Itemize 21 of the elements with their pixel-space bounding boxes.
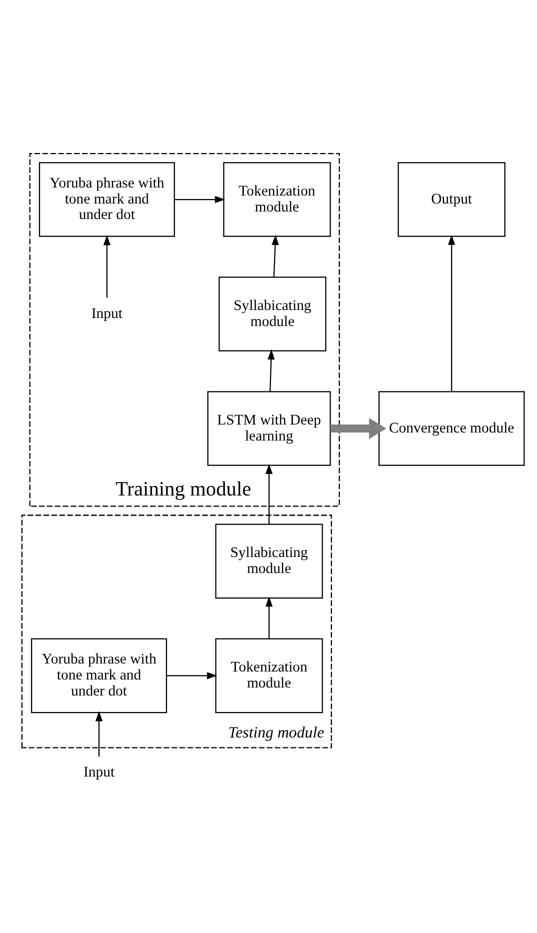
node-box: Tokenization module [215, 638, 323, 714]
arrow [266, 596, 273, 639]
arrow [272, 234, 279, 278]
node-box: Yoruba phrase with tone mark and under dot [31, 638, 168, 714]
node-box: Syllabicating module [218, 276, 326, 352]
node-box: Syllabicating module [215, 524, 323, 599]
arrow [174, 196, 226, 204]
arrow [95, 711, 103, 757]
node-box: Convergence module [378, 391, 525, 466]
arrow [103, 235, 111, 298]
arrow [166, 672, 218, 680]
arrow [330, 418, 386, 440]
node-box: LSTM with Deep learning [207, 391, 331, 466]
arrow [266, 464, 273, 524]
node-box: Yoruba phrase with tone mark and under dot [38, 162, 175, 237]
node-box: Tokenization module [223, 162, 331, 237]
node-text: Input [83, 764, 115, 780]
node-box: Output [398, 162, 506, 237]
arrow [268, 349, 275, 392]
node-text: Input [91, 306, 122, 322]
arrow [448, 234, 456, 392]
